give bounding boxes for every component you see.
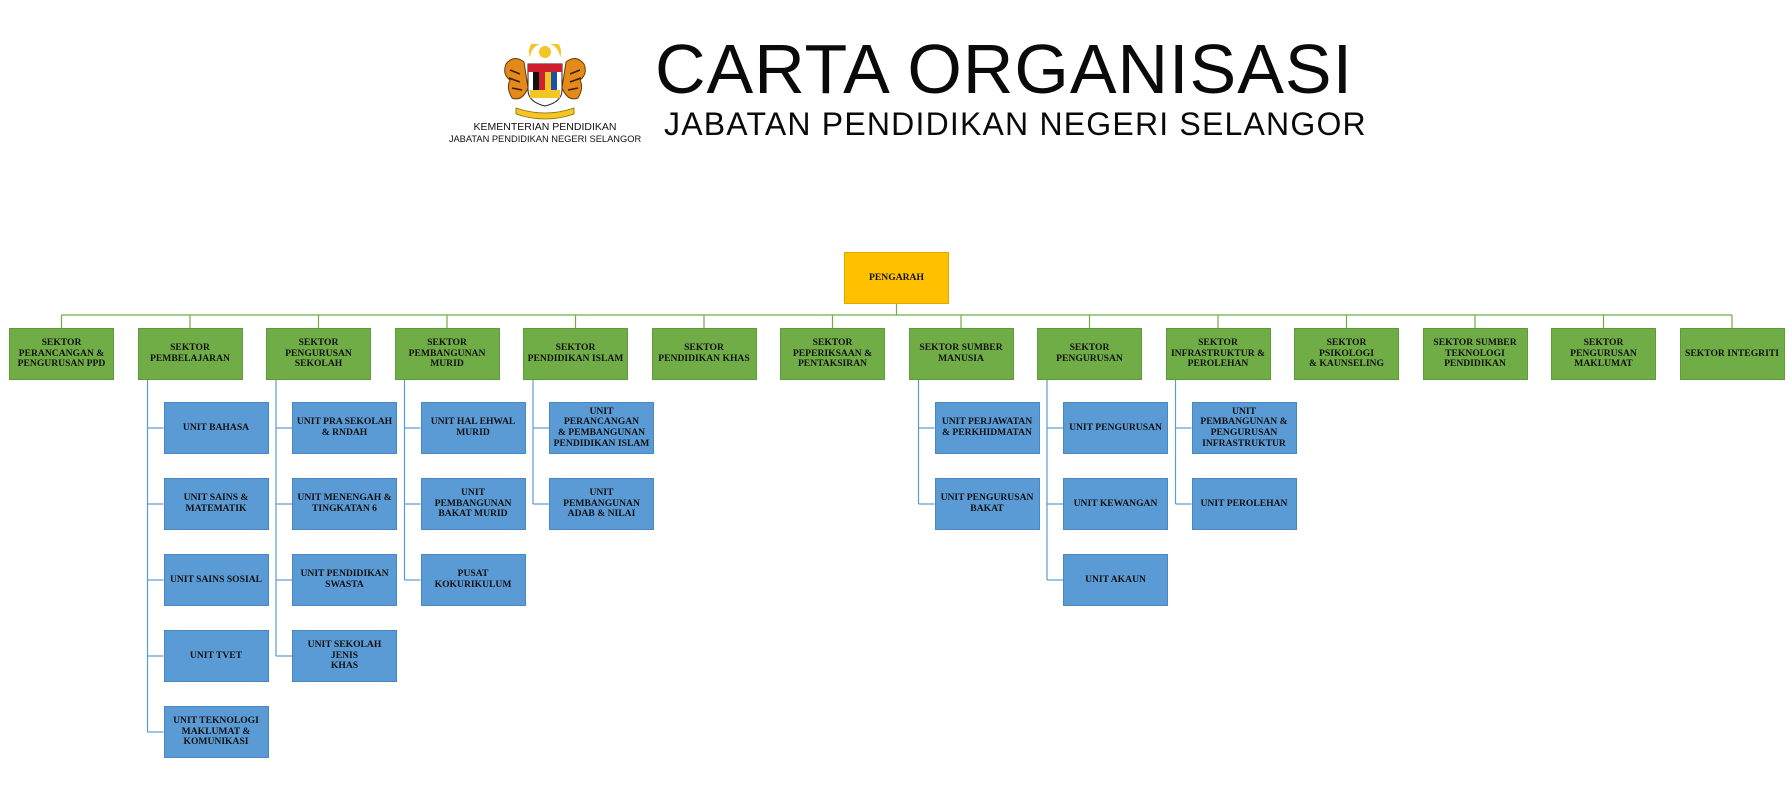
sector-box: SEKTOR PENDIDIKAN ISLAM	[523, 328, 628, 380]
sector-box: SEKTOR SUMBER MANUSIA	[908, 328, 1014, 380]
ministry-logo: KEMENTERIAN PENDIDIKAN JABATAN PENDIDIKA…	[440, 40, 650, 150]
unit-box: PUSAT KOKURIKULUM	[420, 554, 526, 606]
department-name: JABATAN PENDIDIKAN NEGERI SELANGOR	[448, 134, 642, 144]
unit-box: UNIT PEMBANGUNAN ADAB & NILAI	[549, 478, 654, 530]
unit-box: UNIT PERJAWATAN & PERKHIDMATAN	[934, 402, 1040, 454]
head-box-pengarah: PENGARAH	[844, 252, 949, 304]
sector-box: SEKTOR PERANCANGAN & PENGURUSAN PPD	[9, 328, 114, 380]
unit-box: UNIT PERANCANGAN & PEMBANGUNAN PENDIDIKA…	[549, 402, 654, 454]
sector-box: SEKTOR INFRASTRUKTUR & PEROLEHAN	[1165, 328, 1271, 380]
unit-box: UNIT TEKNOLOGI MAKLUMAT & KOMUNIKASI	[163, 706, 269, 758]
unit-box: UNIT SAINS & MATEMATIK	[163, 478, 269, 530]
unit-box: UNIT MENENGAH & TINGKATAN 6	[292, 478, 397, 530]
unit-box: UNIT PEMBANGUNAN & PENGURUSAN INFRASTRUK…	[1191, 402, 1297, 454]
ministry-name: KEMENTERIAN PENDIDIKAN	[473, 121, 617, 133]
page-title: CARTA ORGANISASI	[655, 30, 1354, 108]
sector-box: SEKTOR PEPERIKSAAN & PENTAKSIRAN	[780, 328, 885, 380]
sector-box: SEKTOR PENGURUSAN SEKOLAH	[266, 328, 371, 380]
unit-box: UNIT BAHASA	[163, 402, 269, 454]
unit-box: UNIT PEMBANGUNAN BAKAT MURID	[420, 478, 526, 530]
malaysia-coat-of-arms-icon	[504, 44, 586, 120]
page-subtitle: JABATAN PENDIDIKAN NEGERI SELANGOR	[664, 106, 1367, 142]
unit-box: UNIT SAINS SOSIAL	[163, 554, 269, 606]
sector-box: SEKTOR INTEGRITI	[1679, 328, 1785, 380]
unit-box: UNIT PEROLEHAN	[1191, 478, 1297, 530]
sector-box: SEKTOR SUMBER TEKNOLOGI PENDIDIKAN	[1422, 328, 1528, 380]
sector-box: SEKTOR PEMBELAJARAN	[137, 328, 243, 380]
sector-box: SEKTOR PENGURUSAN	[1037, 328, 1142, 380]
unit-box: UNIT PENGURUSAN BAKAT	[934, 478, 1040, 530]
sector-box: SEKTOR PEMBANGUNAN MURID	[394, 328, 500, 380]
sector-box: SEKTOR PENGURUSAN MAKLUMAT	[1551, 328, 1656, 380]
unit-box: UNIT AKAUN	[1063, 554, 1168, 606]
unit-box: UNIT PENGURUSAN	[1063, 402, 1168, 454]
unit-box: UNIT KEWANGAN	[1063, 478, 1168, 530]
sector-box: SEKTOR PENDIDIKAN KHAS	[651, 328, 757, 380]
unit-box: UNIT SEKOLAH JENIS KHAS	[292, 630, 397, 682]
unit-box: UNIT PENDIDIKAN SWASTA	[292, 554, 397, 606]
unit-box: UNIT HAL EHWAL MURID	[420, 402, 526, 454]
sector-box: SEKTOR PSIKOLOGI & KAUNSELING	[1294, 328, 1399, 380]
unit-box: UNIT PRA SEKOLAH & RNDAH	[292, 402, 397, 454]
unit-box: UNIT TVET	[163, 630, 269, 682]
